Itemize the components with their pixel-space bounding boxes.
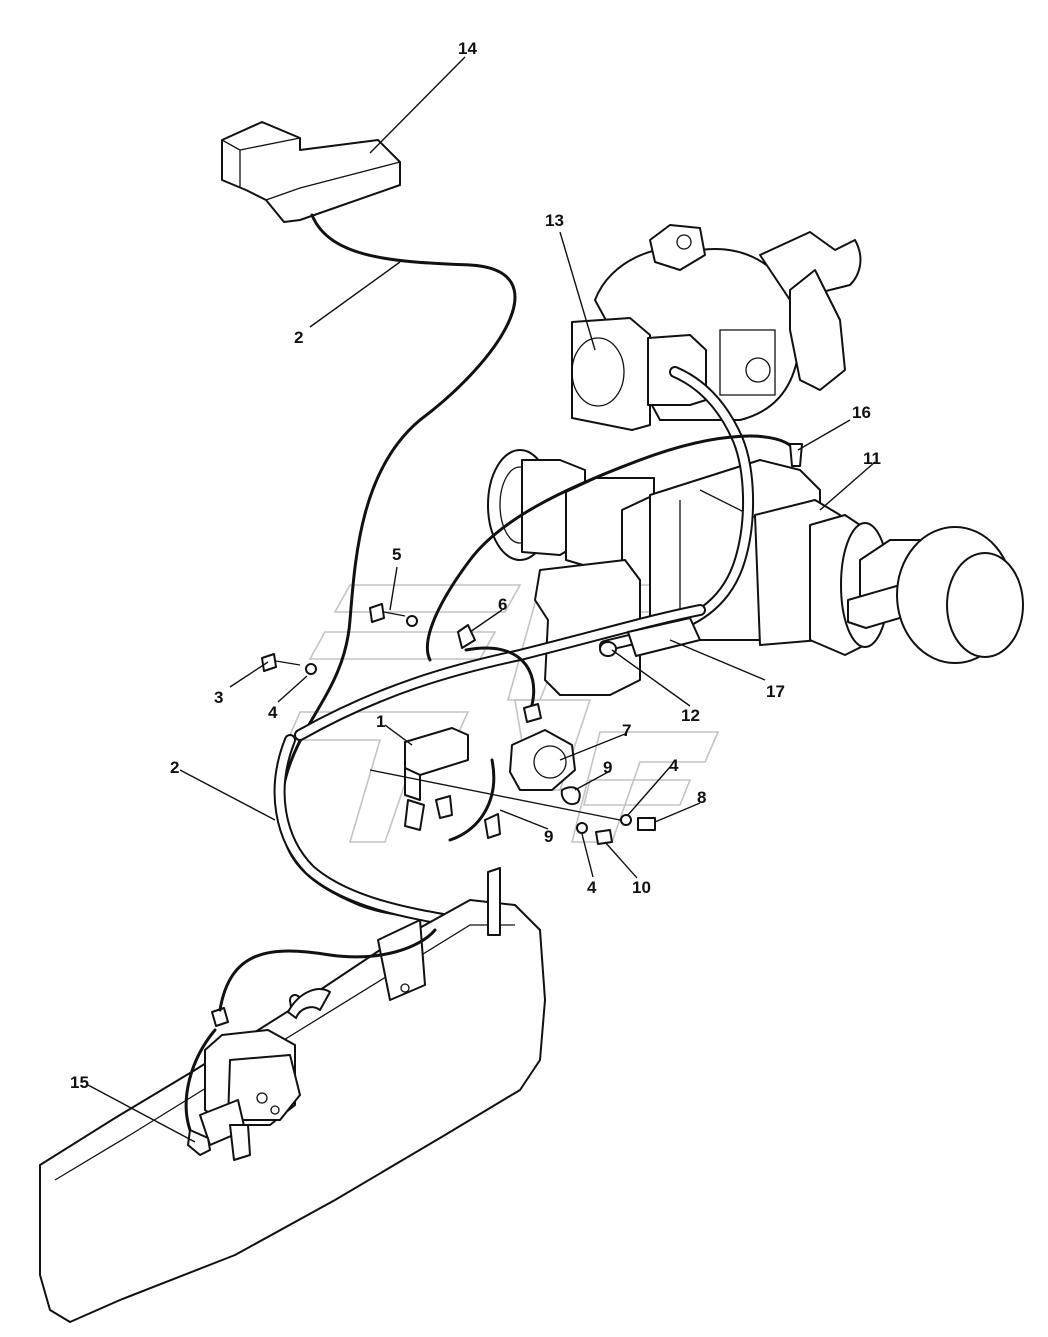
callout-3: 3: [214, 688, 223, 707]
sensor-plug-part-16: [789, 443, 803, 467]
callout-2-upper: 2: [294, 328, 303, 347]
leader-lines: [87, 56, 876, 1143]
bracket-part-1: [404, 727, 469, 831]
callout-8: 8: [697, 788, 706, 807]
cable-part-2: [279, 213, 517, 918]
control-box-part-14: [221, 121, 401, 223]
sensor-part-7: [509, 729, 576, 791]
callout-12: 12: [681, 706, 700, 725]
callout-4-right: 4: [669, 756, 679, 775]
callout-6: 6: [498, 595, 507, 614]
sensor-wire-part-16: [425, 434, 797, 662]
callout-16: 16: [852, 403, 871, 422]
callout-4-left: 4: [268, 703, 278, 722]
callout-17: 17: [766, 682, 785, 701]
callout-5: 5: [392, 545, 401, 564]
pump-part-13: [571, 224, 862, 431]
callout-15: 15: [70, 1073, 89, 1092]
valve-assembly-part-15: [39, 867, 546, 1323]
callout-labels: 14 13 2 16 11 5 6 3 4 12 17 1 7 2 9 4 8 …: [70, 39, 881, 1092]
hardware-parts: [261, 603, 656, 845]
callout-4-bottom: 4: [587, 878, 597, 897]
callout-2-lower: 2: [170, 758, 179, 777]
callout-1: 1: [376, 712, 385, 731]
callout-9-lower: 9: [544, 827, 553, 846]
transmission-housing-part-11: [487, 449, 1024, 696]
callout-10: 10: [632, 878, 651, 897]
hose-fitting-part-12: [599, 617, 701, 657]
callout-11: 11: [863, 449, 881, 468]
callout-13: 13: [545, 211, 564, 230]
callout-7: 7: [622, 721, 631, 740]
callout-9-upper: 9: [603, 758, 612, 777]
callout-14: 14: [458, 39, 477, 58]
